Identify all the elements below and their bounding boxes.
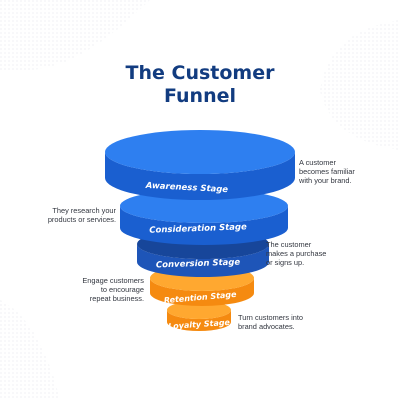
annotation-conversion-line: The customer: [266, 240, 312, 249]
annotation-retention-line: to encourage: [100, 285, 144, 294]
loyalty-stage-label: Loyalty Stage: [168, 318, 231, 331]
awareness-stage-top: [105, 130, 295, 174]
awareness-stage-label: Awareness Stage: [144, 181, 228, 195]
annotation-conversion-line: or signs up.: [266, 258, 305, 267]
annotation-loyalty: Turn customers into brand advocates.: [238, 313, 303, 331]
conversion-stage-label: Conversion Stage: [156, 258, 241, 271]
annotation-retention-line: Engage customers: [82, 276, 144, 285]
annotation-consideration-line: products or services.: [47, 215, 116, 224]
annotation-conversion-line: makes a purchase: [266, 249, 327, 258]
title-line-2: Funnel: [163, 85, 236, 107]
loyalty-stage-side: [167, 310, 231, 331]
conversion-stage-side: [137, 244, 269, 277]
consideration-stage-label: Consideration Stage: [149, 222, 247, 235]
annotation-retention-line: repeat business.: [89, 294, 144, 303]
funnel-stage-consideration: Consideration Stage: [120, 189, 288, 245]
retention-stage-side: [150, 278, 254, 306]
annotation-awareness-line: with your brand.: [299, 176, 352, 185]
annotation-loyalty-line: Turn customers into: [238, 313, 304, 322]
title-line-1: The Customer: [125, 62, 275, 84]
funnel-stage-awareness: Awareness Stage: [105, 130, 295, 200]
annotation-conversion: The customer makes a purchase or signs u…: [266, 240, 326, 267]
consideration-stage-side: [120, 206, 288, 245]
annotation-consideration-line: They research your: [52, 206, 116, 215]
annotation-awareness-line: A customer: [299, 158, 336, 167]
funnel-stage-loyalty: Loyalty Stage: [167, 301, 231, 331]
annotation-retention: Engage customers to encourage repeat bus…: [60, 276, 144, 303]
annotation-awareness: A customer becomes familiar with your br…: [299, 158, 355, 185]
annotation-loyalty-line: brand advocates.: [238, 322, 295, 331]
annotation-consideration: They research your products or services.: [30, 206, 116, 224]
awareness-stage-side: [105, 152, 295, 200]
page-title: The Customer Funnel: [0, 62, 400, 108]
annotation-awareness-line: becomes familiar: [299, 167, 355, 176]
